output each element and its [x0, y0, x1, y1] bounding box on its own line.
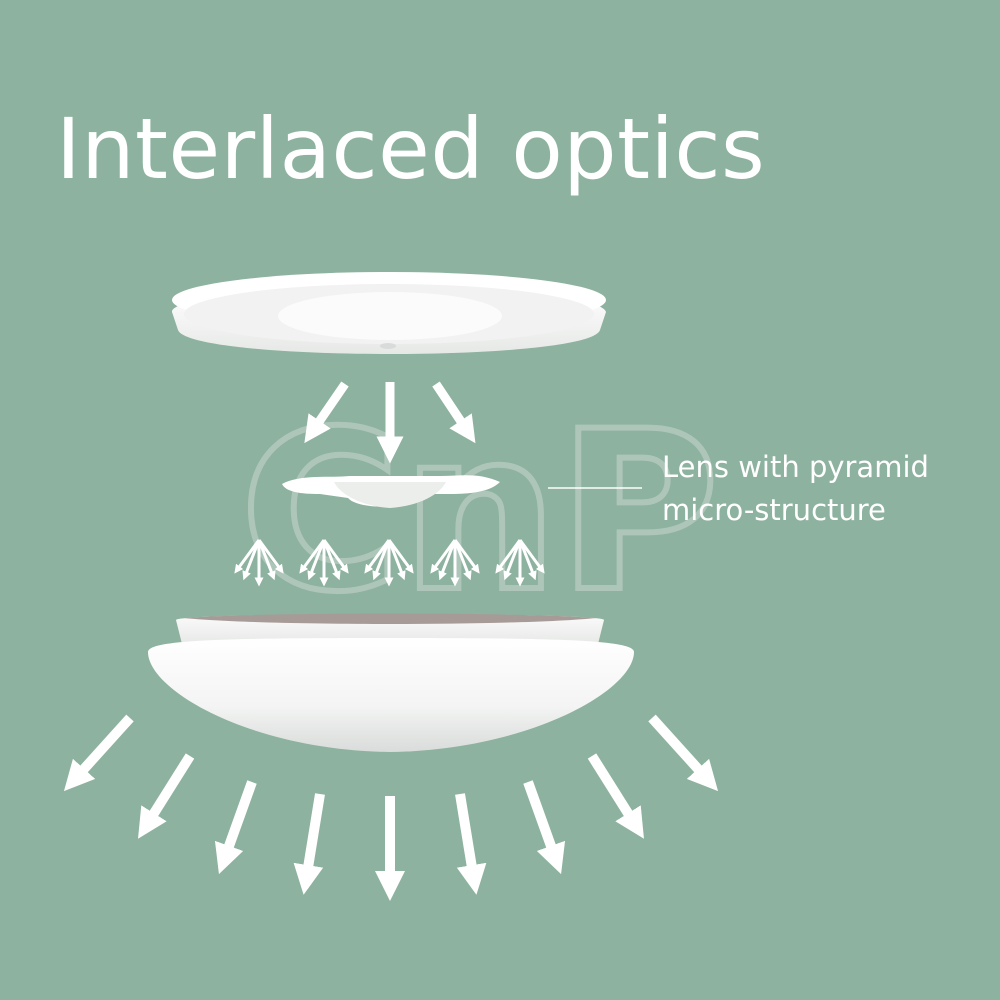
arrows-lower	[63, 714, 719, 901]
diagram-title: Interlaced optics	[56, 100, 766, 198]
arrow-fan-icon	[430, 539, 480, 587]
arrow-fan-icon	[495, 539, 545, 587]
arrows-upper	[304, 381, 476, 464]
arrow-icon	[304, 381, 349, 444]
arrow-icon	[648, 714, 719, 792]
arrow-icon	[214, 780, 257, 875]
arrow-icon	[63, 714, 134, 792]
watermark-text: CnP	[240, 384, 719, 640]
arrow-icon	[293, 793, 325, 895]
callout-line-1: Lens with pyramid	[662, 450, 929, 484]
watermark: CnP	[237, 381, 722, 643]
diffuser-dome	[148, 638, 634, 752]
arrow-fan-icon	[299, 539, 349, 587]
arrow-fan-icon	[364, 539, 414, 587]
arrow-icon	[432, 381, 476, 444]
callout-line-2: micro-structure	[662, 493, 886, 527]
arrow-icon	[523, 780, 566, 875]
lens-callout: Lens with pyramid micro-structure	[662, 446, 929, 532]
top-reflector-disc	[172, 272, 606, 354]
pyramid-lens	[282, 475, 500, 508]
arrow-icon	[455, 793, 487, 895]
arrow-fans	[234, 539, 545, 587]
arrow-fan-icon	[234, 539, 284, 587]
arrow-icon	[587, 753, 644, 839]
arrow-icon	[138, 753, 195, 839]
